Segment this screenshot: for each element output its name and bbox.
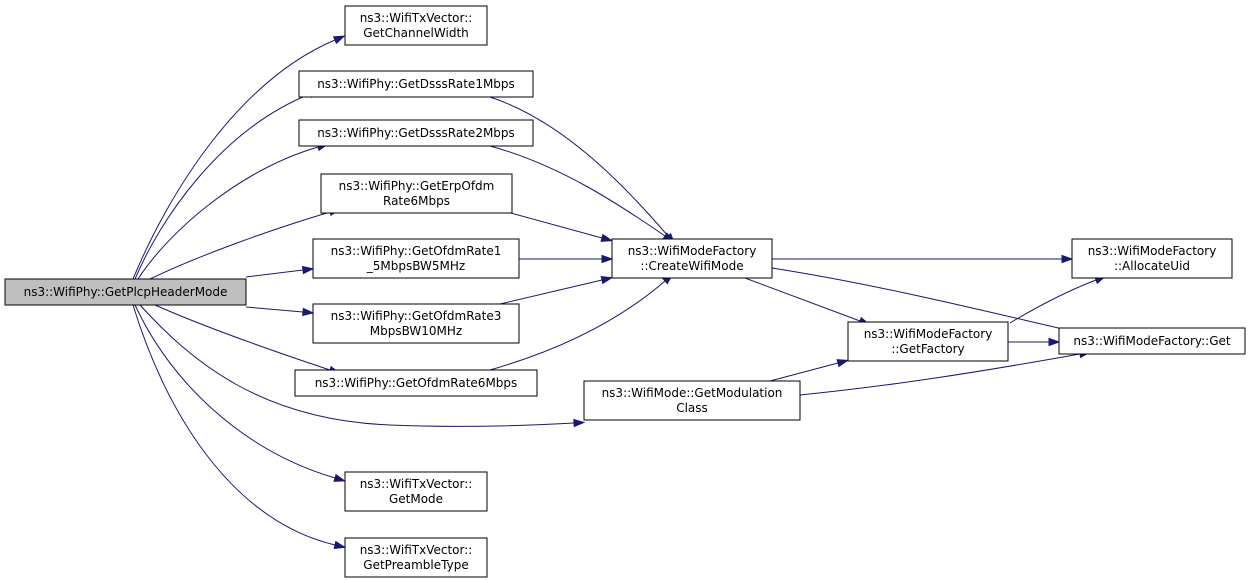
arrowhead-getFactory-to-factoryGet [1048, 337, 1061, 347]
edge-root-to-modClass [139, 304, 575, 427]
node-factoryGet[interactable]: ns3::WifiModeFactory::Get [1058, 327, 1246, 355]
edge-ofdm3-to-createMode [499, 279, 603, 305]
node-label-line: ::CreateWifiMode [640, 259, 743, 273]
edge-root-to-ofdm15 [245, 269, 304, 278]
edges [132, 35, 1107, 549]
node-label-line: ns3::WifiModeFactory [864, 327, 993, 341]
node-box [320, 173, 513, 214]
edge-createMode-to-factoryGet [771, 267, 1081, 334]
node-box [611, 238, 773, 279]
edge-root-to-ofdm3 [245, 306, 304, 313]
node-label-line: GetPreambleType [363, 558, 468, 572]
node-allocateUid[interactable]: ns3::WifiModeFactory::AllocateUid [1071, 238, 1233, 279]
edge-erp6-to-createMode [506, 211, 603, 239]
edge-root-to-ofdm6 [154, 304, 331, 371]
arrowhead-modClass-to-getFactory [836, 359, 850, 368]
node-label-line: ns3::WifiPhy::GetDsssRate1Mbps [317, 77, 515, 91]
node-label-line: ns3::WifiPhy::GetOfdmRate3 [331, 309, 502, 323]
node-label-line: ns3::WifiModeFactory::Get [1073, 334, 1230, 348]
node-ofdm6[interactable]: ns3::WifiPhy::GetOfdmRate6Mbps [294, 369, 538, 397]
node-label-line: ::GetFactory [891, 342, 964, 356]
node-box [344, 537, 488, 578]
node-box [1071, 238, 1233, 279]
node-box [344, 5, 488, 46]
edge-root-to-erp6 [149, 211, 331, 280]
node-box [294, 369, 538, 397]
node-box [298, 119, 534, 147]
node-box [4, 278, 247, 306]
node-label-line: Class [676, 401, 708, 415]
node-box [298, 70, 534, 98]
edge-root-to-txPreamble [132, 304, 336, 546]
node-dsss1[interactable]: ns3::WifiPhy::GetDsssRate1Mbps [298, 70, 534, 98]
node-label-line: ns3::WifiModeFactory [628, 244, 757, 258]
node-label-line: ::AllocateUid [1114, 259, 1190, 273]
edge-dsss2-to-createMode [489, 145, 666, 237]
arrowhead-root-to-ofdm15 [301, 265, 315, 275]
node-box [344, 471, 488, 512]
node-label-line: MbpsBW10MHz [370, 324, 462, 338]
node-label-line: Rate6Mbps [383, 194, 450, 208]
edge-getFactory-to-allocateUid [1009, 279, 1097, 324]
arrowhead-ofdm3-to-createMode [600, 276, 614, 285]
nodes: ns3::WifiPhy::GetPlcpHeaderModens3::Wifi… [4, 5, 1246, 578]
edge-root-to-txMode [134, 304, 336, 479]
node-label-line: _5MbpsBW5MHz [366, 259, 465, 273]
node-txMode[interactable]: ns3::WifiTxVector::GetMode [344, 471, 488, 512]
node-ofdm15[interactable]: ns3::WifiPhy::GetOfdmRate1_5MbpsBW5MHz [312, 238, 520, 279]
node-box [583, 380, 801, 421]
node-label-line: ns3::WifiTxVector:: [360, 477, 473, 491]
node-label-line: GetChannelWidth [363, 26, 469, 40]
arrowhead-createMode-to-allocateUid [1061, 254, 1074, 264]
edge-root-to-dsss2 [137, 146, 319, 280]
edge-createMode-to-getFactory [744, 277, 861, 322]
node-label-line: ns3::WifiPhy::GetDsssRate2Mbps [317, 126, 515, 140]
node-box [312, 303, 520, 344]
arrowhead-root-to-txMode [333, 473, 347, 482]
node-label-line: ns3::WifiTxVector:: [360, 543, 473, 557]
node-label-line: ns3::WifiPhy::GetPlcpHeaderMode [24, 285, 228, 299]
node-label-line: ns3::WifiTxVector:: [360, 11, 473, 25]
edge-dsss1-to-createMode [489, 96, 669, 237]
node-box [847, 321, 1009, 362]
arrowhead-root-to-txChannelWidth [332, 35, 346, 45]
arrowhead-root-to-txPreamble [333, 540, 347, 549]
node-root[interactable]: ns3::WifiPhy::GetPlcpHeaderMode [4, 278, 247, 306]
node-label-line: GetMode [389, 492, 443, 506]
arrowhead-root-to-modClass [573, 418, 586, 428]
node-label-line: ns3::WifiPhy::GetOfdmRate6Mbps [315, 376, 518, 390]
node-txPreamble[interactable]: ns3::WifiTxVector::GetPreambleType [344, 537, 488, 578]
node-dsss2[interactable]: ns3::WifiPhy::GetDsssRate2Mbps [298, 119, 534, 147]
edge-modClass-to-factoryGet [799, 353, 1081, 396]
node-label-line: ns3::WifiMode::GetModulation [602, 386, 783, 400]
node-label-line: ns3::WifiModeFactory [1088, 244, 1217, 258]
node-label-line: ns3::WifiPhy::GetOfdmRate1 [331, 244, 502, 258]
edge-ofdm6-to-createMode [489, 280, 666, 371]
arrowhead-ofdm15-to-createMode [601, 254, 614, 264]
node-box [312, 238, 520, 279]
node-label-line: ns3::WifiPhy::GetErpOfdm [339, 179, 495, 193]
edge-root-to-dsss1 [134, 93, 311, 280]
node-box [1058, 327, 1246, 355]
node-createMode[interactable]: ns3::WifiModeFactory::CreateWifiMode [611, 238, 773, 279]
edge-root-to-txChannelWidth [132, 39, 336, 280]
edge-modClass-to-getFactory [769, 362, 839, 382]
arrowhead-root-to-ofdm3 [302, 307, 315, 317]
node-txChannelWidth[interactable]: ns3::WifiTxVector::GetChannelWidth [344, 5, 488, 46]
node-getFactory[interactable]: ns3::WifiModeFactory::GetFactory [847, 321, 1009, 362]
arrowhead-erp6-to-createMode [600, 233, 614, 242]
